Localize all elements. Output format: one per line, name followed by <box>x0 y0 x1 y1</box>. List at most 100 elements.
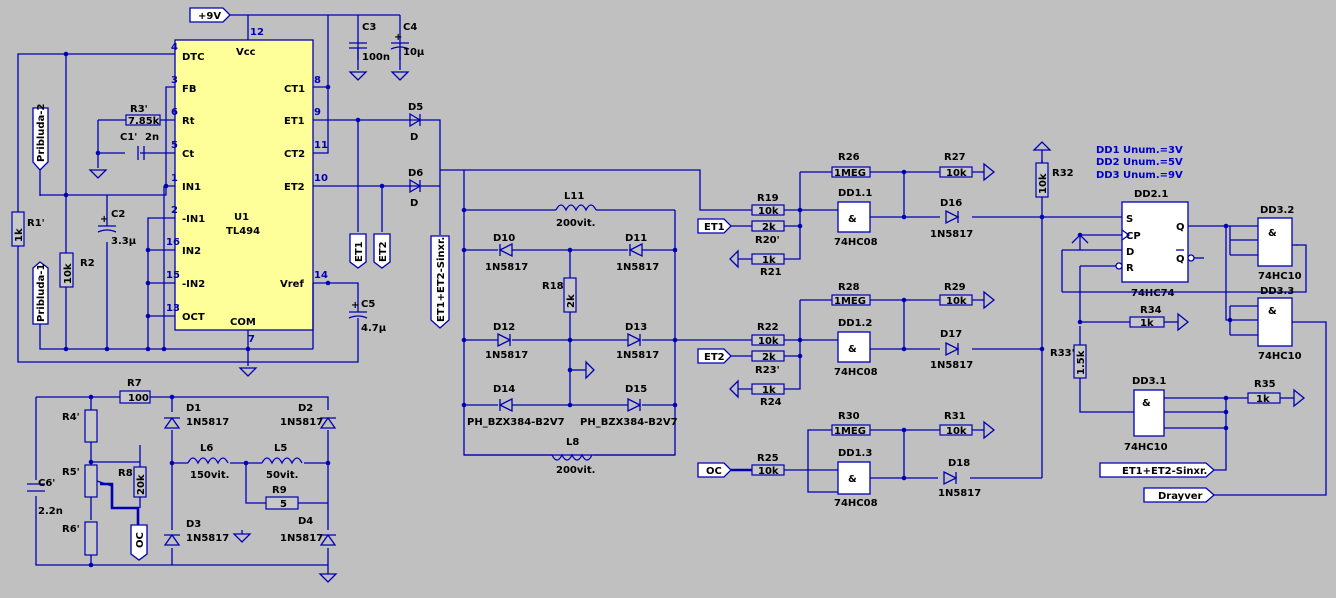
svg-text:-IN2: -IN2 <box>182 279 205 290</box>
svg-text:150vit.: 150vit. <box>190 470 229 481</box>
svg-text:ET1: ET1 <box>284 116 305 127</box>
svg-text:TL494: TL494 <box>226 226 260 237</box>
svg-text:74HC74: 74HC74 <box>1131 288 1175 299</box>
svg-text:R7: R7 <box>127 378 142 389</box>
svg-text:R1': R1' <box>27 218 45 229</box>
netlabel-et1-vertical[interactable]: ET1 <box>349 233 367 269</box>
svg-text:1k: 1k <box>762 255 776 266</box>
terminal-r32 <box>1032 141 1052 151</box>
resistor-r19: R19 10k <box>751 193 785 217</box>
ground-c4 <box>390 71 410 81</box>
svg-text:74HC08: 74HC08 <box>834 498 878 509</box>
svg-text:2k: 2k <box>566 294 577 308</box>
netlabel-drayver[interactable]: Drayver <box>1143 487 1215 503</box>
svg-text:PH_BZX384-B2V7: PH_BZX384-B2V7 <box>467 417 565 428</box>
svg-text:R20': R20' <box>755 235 780 246</box>
svg-text:10k: 10k <box>1038 173 1049 194</box>
svg-text:10k: 10k <box>758 206 779 217</box>
logic-section: R19 10k 2k R20' 1k R21 ET1 & DD1.1 74HC0… <box>697 141 1327 509</box>
diode-d2: D2 1N5817 <box>280 403 337 429</box>
svg-text:R8: R8 <box>118 468 133 479</box>
resistor-r33: 1.5k R33' <box>1050 344 1087 379</box>
netlabel-et2-vertical[interactable]: ET2 <box>373 233 391 269</box>
svg-text:10k: 10k <box>758 336 779 347</box>
svg-text:R2: R2 <box>80 258 95 269</box>
svg-text:&: & <box>848 214 857 225</box>
svg-text:R32: R32 <box>1052 168 1074 179</box>
resistor-r29: R29 10k <box>939 282 973 307</box>
svg-text:4: 4 <box>171 42 178 53</box>
resistor-r23: 2k R23' <box>751 350 785 376</box>
svg-text:R28: R28 <box>838 282 860 293</box>
svg-text:Pribluda-1: Pribluda-1 <box>36 264 47 322</box>
resistor-r27: R27 10k <box>939 152 973 179</box>
svg-text:OCT: OCT <box>182 312 205 323</box>
svg-text:C6': C6' <box>38 478 55 489</box>
svg-text:DD3 Unum.=9V: DD3 Unum.=9V <box>1096 170 1183 181</box>
svg-text:R23': R23' <box>755 365 780 376</box>
diode-d5: D5 D <box>408 102 423 143</box>
gate-dd3-3: & DD3.3 74HC10 <box>1257 286 1302 362</box>
svg-text:L6: L6 <box>200 443 213 454</box>
svg-text:1N5817: 1N5817 <box>938 488 981 499</box>
svg-text:&: & <box>848 474 857 485</box>
svg-text:D11: D11 <box>625 233 647 244</box>
svg-text:DD3.3: DD3.3 <box>1260 286 1294 297</box>
svg-text:ET2: ET2 <box>704 352 725 363</box>
svg-text:1N5817: 1N5817 <box>186 417 229 428</box>
svg-text:R5': R5' <box>62 467 80 478</box>
svg-text:ET1+ET2-Sinxr.: ET1+ET2-Sinxr. <box>1122 466 1207 477</box>
svg-text:PH_BZX384-B2V7: PH_BZX384-B2V7 <box>580 417 678 428</box>
svg-text:D12: D12 <box>493 322 515 333</box>
svg-text:2.2n: 2.2n <box>38 506 63 517</box>
ground-c3 <box>348 71 368 81</box>
svg-text:5: 5 <box>280 499 287 510</box>
diode-d3: D3 1N5817 <box>163 519 229 546</box>
diode-d4: D4 1N5817 <box>280 516 337 546</box>
svg-text:Pribluda-2: Pribluda-2 <box>36 104 47 162</box>
netlabel-et1et2-sinxr[interactable]: ET1+ET2-Sinxr. <box>1099 462 1215 478</box>
svg-text:R25: R25 <box>757 453 779 464</box>
svg-text:10k: 10k <box>63 263 74 284</box>
inductor-l11: L11 200vit. <box>555 191 597 229</box>
svg-text:&: & <box>1142 398 1151 409</box>
svg-text:12: 12 <box>250 27 264 38</box>
svg-text:R30: R30 <box>838 411 860 422</box>
svg-text:10k: 10k <box>758 466 779 477</box>
svg-text:15: 15 <box>166 270 180 281</box>
resistor-r31: R31 10k <box>939 411 973 437</box>
resistor-r30: R30 1MEG <box>831 411 871 437</box>
diode-d10: D10 1N5817 <box>485 233 528 273</box>
netlabel-pribluda-1[interactable]: Pribluda-1 <box>32 261 49 325</box>
diode-d11: D11 1N5817 <box>616 233 659 273</box>
gate-dd3-1: & DD3.1 74HC10 <box>1124 376 1168 453</box>
bridge-section: L11 200vit. D10 1N5817 D11 1N5817 2k R18… <box>440 169 752 476</box>
ground-r24 <box>729 379 739 399</box>
svg-text:D18: D18 <box>948 458 970 469</box>
resistor-r24: 1k R24 <box>751 383 785 408</box>
svg-text:R34: R34 <box>1140 305 1162 316</box>
svg-text:DD1.2: DD1.2 <box>838 318 872 329</box>
netlabel-oc-vertical[interactable]: OC <box>130 524 148 561</box>
gate-dd1-2: & DD1.2 74HC08 <box>834 318 878 378</box>
resistor-r21: 1k R21 <box>751 253 785 278</box>
capacitor-c4: + C4 10µ <box>390 22 425 58</box>
svg-text:9: 9 <box>314 107 321 118</box>
resistor-r7: R7 100 <box>119 378 151 404</box>
svg-text:Vcc: Vcc <box>236 47 256 58</box>
svg-text:COM: COM <box>230 317 256 328</box>
netlabel-oc[interactable]: OC <box>697 462 732 478</box>
svg-text:S: S <box>1126 214 1133 225</box>
svg-text:R3': R3' <box>130 104 148 115</box>
netlabel-et1et2-vertical[interactable]: ET1+ET2-Sinxr. <box>430 235 450 329</box>
terminal-r35 <box>1293 388 1306 408</box>
svg-text:1: 1 <box>171 173 178 184</box>
vcc-net-label[interactable]: +9V <box>189 7 231 23</box>
netlabel-et1[interactable]: ET1 <box>697 218 732 234</box>
inductor-l5: L5 50vit. <box>261 443 303 481</box>
netlabel-pribluda-2[interactable]: Pribluda-2 <box>32 104 49 171</box>
svg-text:ET1: ET1 <box>354 241 365 262</box>
terminal-r27 <box>983 162 996 182</box>
svg-text:D2: D2 <box>298 403 313 414</box>
netlabel-et2[interactable]: ET2 <box>697 348 732 364</box>
